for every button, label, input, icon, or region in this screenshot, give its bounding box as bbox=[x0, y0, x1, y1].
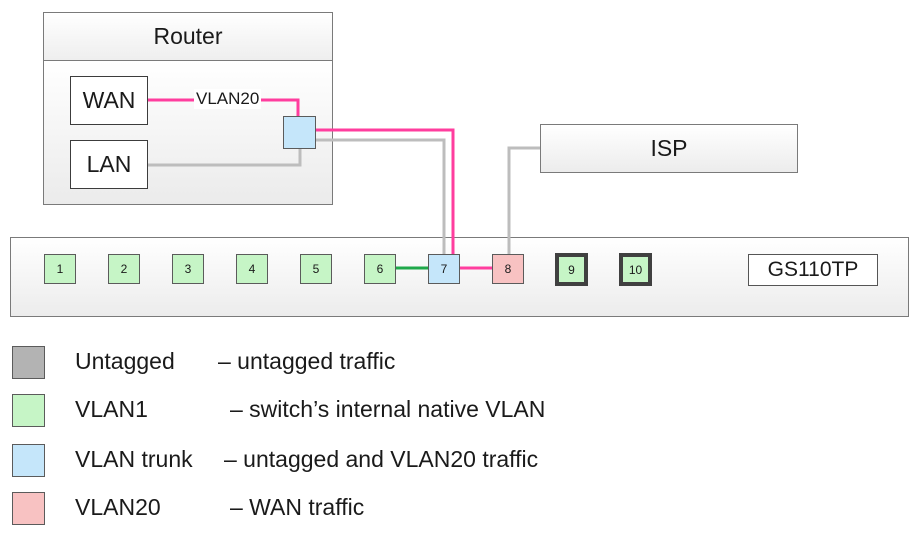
legend-swatch-vlan20 bbox=[12, 492, 45, 525]
router-header: Router bbox=[44, 13, 332, 61]
switch-port-7: 7 bbox=[428, 254, 460, 284]
switch-port-9: 9 bbox=[555, 253, 588, 286]
legend-desc-vlan1: – switch’s internal native VLAN bbox=[230, 396, 546, 422]
legend-name-vlan1: VLAN1 bbox=[75, 396, 148, 422]
wan-link-label: VLAN20 bbox=[194, 89, 262, 109]
switch-port-5: 5 bbox=[300, 254, 332, 284]
legend-swatch-untagged bbox=[12, 346, 45, 379]
switch-port-3: 3 bbox=[172, 254, 204, 284]
legend-desc-vlan20: – WAN traffic bbox=[230, 494, 365, 520]
router-lan-port: LAN bbox=[70, 140, 148, 189]
legend-desc-vlan-trunk: – untagged and VLAN20 traffic bbox=[224, 446, 539, 472]
lan-untagged-line bbox=[148, 149, 302, 167]
legend-desc-untagged: – untagged traffic bbox=[218, 348, 396, 374]
switch-port-8: 8 bbox=[492, 254, 524, 284]
port8-isp-untagged-line bbox=[507, 146, 540, 254]
legend-swatch-vlan-trunk bbox=[12, 444, 45, 477]
isp-box: ISP bbox=[540, 124, 798, 173]
router-wan-port: WAN bbox=[70, 76, 148, 125]
legend-name-untagged: Untagged bbox=[75, 348, 175, 374]
legend-name-vlan-trunk: VLAN trunk bbox=[75, 446, 193, 472]
switch-port-2: 2 bbox=[108, 254, 140, 284]
switch-port-10: 10 bbox=[619, 253, 652, 286]
switch-port-1: 1 bbox=[44, 254, 76, 284]
legend-swatch-vlan1 bbox=[12, 394, 45, 427]
router-trunk-port bbox=[283, 116, 316, 149]
switch-label: GS110TP bbox=[748, 254, 878, 286]
switch-port-4: 4 bbox=[236, 254, 268, 284]
router-title: Router bbox=[153, 23, 223, 49]
legend-name-vlan20: VLAN20 bbox=[75, 494, 161, 520]
trunk-vlan20-line bbox=[316, 128, 455, 254]
switch-port-6: 6 bbox=[364, 254, 396, 284]
trunk-untagged-line bbox=[316, 138, 446, 254]
